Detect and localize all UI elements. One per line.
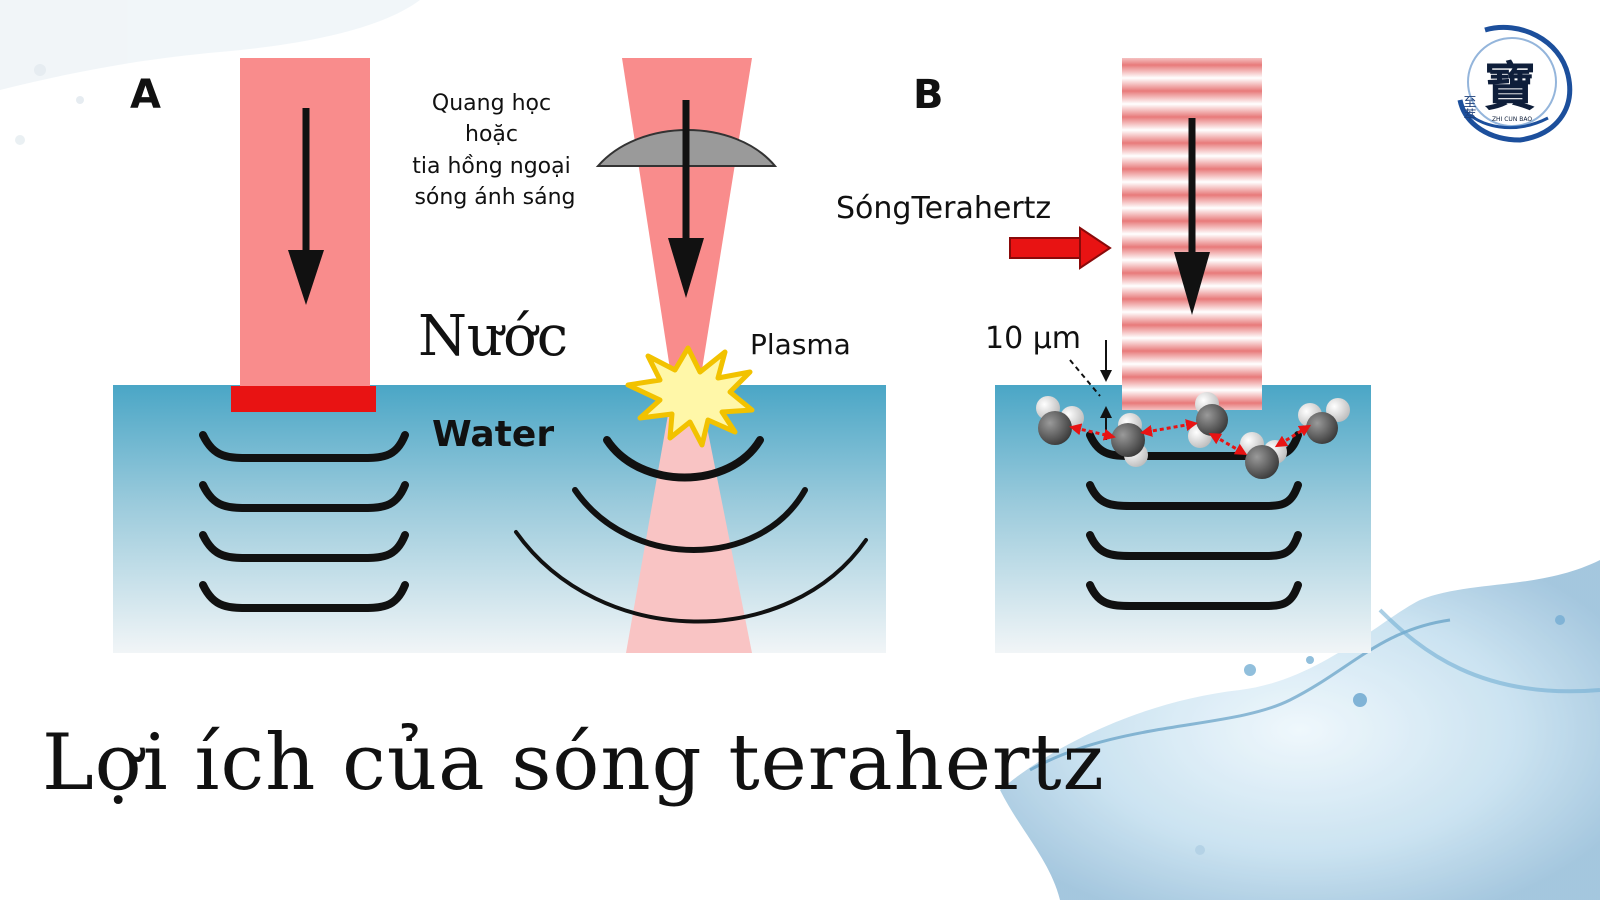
water-molecule (1036, 396, 1084, 445)
optical-label-line-2: hoặc (465, 122, 518, 147)
page-title: Lợi ích của sóng terahertz (42, 718, 1105, 808)
micron-label: 10 µm (985, 321, 1081, 356)
terahertz-label: SóngTerahertz (836, 191, 1051, 226)
flat-wavefronts-left (199, 431, 409, 613)
plasma-burst-icon (625, 345, 755, 448)
down-arrow-icon (1174, 118, 1210, 315)
water-molecules (1036, 392, 1350, 479)
down-arrow-icon (288, 108, 324, 305)
splash-decoration-bottom-right (1000, 560, 1600, 900)
hydrogen-bonds (1069, 419, 1312, 455)
water-molecule (1111, 413, 1148, 467)
splash-decoration-top-left (0, 0, 420, 145)
optical-label-line-3: tia hồng ngoại (412, 154, 570, 179)
flat-wavefronts-right (1086, 431, 1302, 611)
beam-contact-area (231, 386, 376, 412)
logo-side-text: 至萃 (1461, 95, 1477, 121)
red-arrow-icon (1009, 226, 1112, 270)
panel-b-label: B (913, 72, 944, 118)
nuoc-label: Nước (418, 304, 568, 369)
down-arrow-icon (668, 100, 704, 298)
brand-logo: 至萃 寶 ZHI CUN BAO (1457, 24, 1573, 143)
logo-main-glyph: 寶 (1484, 57, 1536, 118)
logo-sub-text: ZHI CUN BAO (1492, 116, 1532, 123)
optical-label: Quang học hoặc tia hồng ngoại sóng ánh s… (412, 91, 577, 210)
curved-wavefronts (514, 436, 868, 624)
diverging-beam (626, 392, 752, 653)
water-molecule (1298, 398, 1350, 444)
optical-label-line-4: sóng ánh sáng (414, 185, 575, 210)
water-label: Water (432, 414, 554, 455)
plasma-label: Plasma (750, 328, 851, 361)
panel-a-label: A (130, 72, 161, 118)
optical-label-line-1: Quang học (432, 91, 551, 116)
